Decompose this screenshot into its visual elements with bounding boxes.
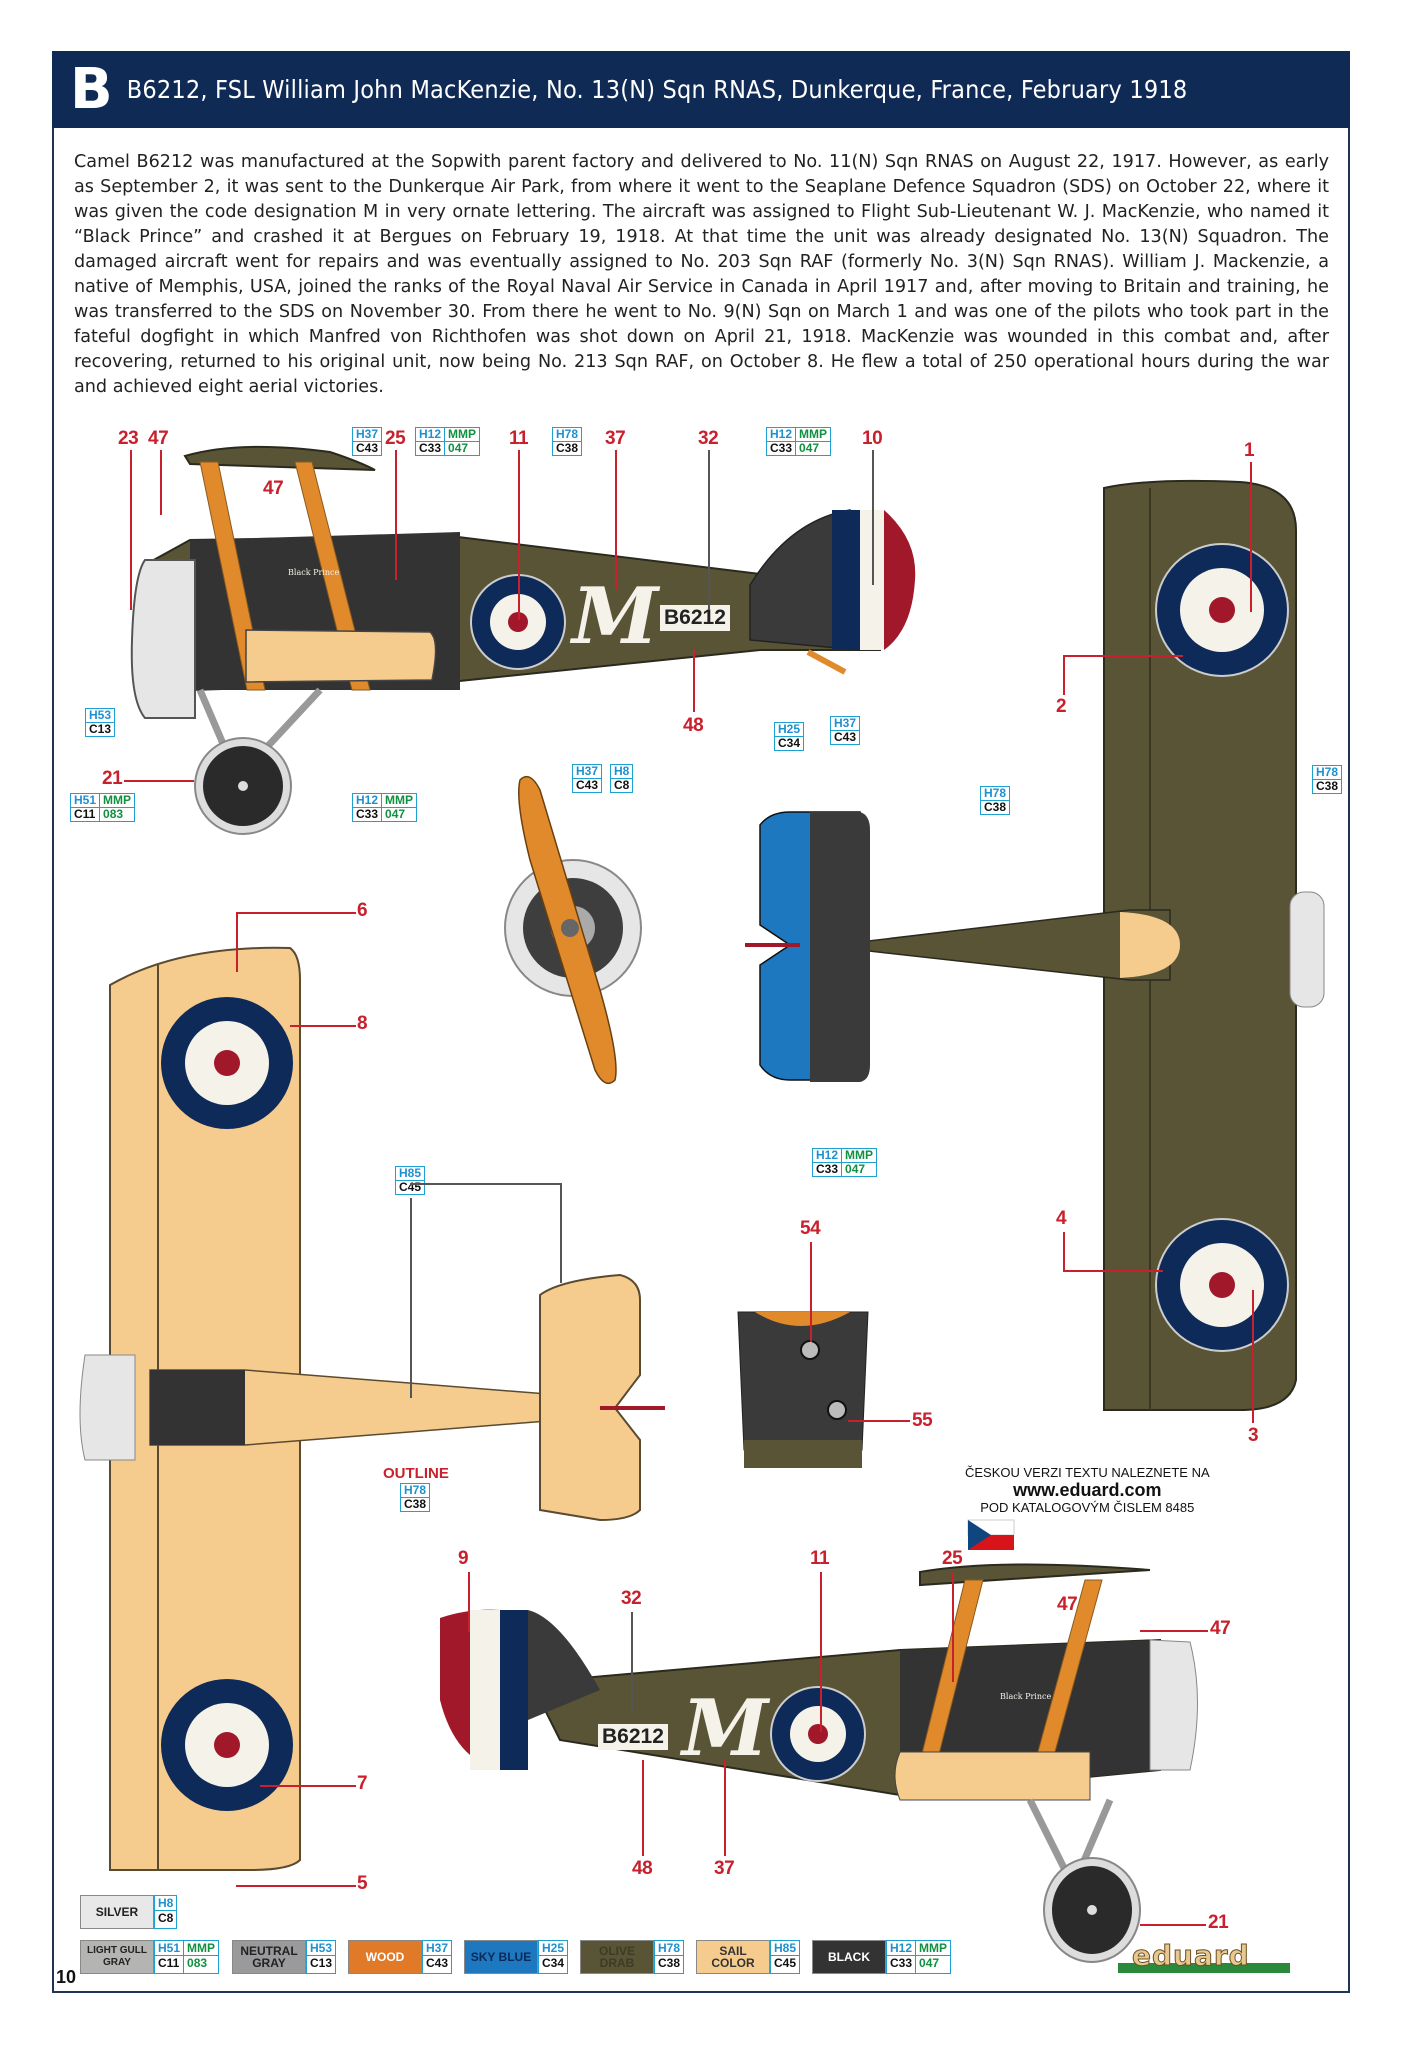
code-letter-left: M	[572, 571, 659, 662]
callout-25: 25	[385, 428, 406, 449]
fuselage-roundel-right	[770, 1686, 866, 1782]
upper-wing-left	[183, 445, 376, 471]
outline-label: OUTLINE	[383, 1465, 449, 1482]
callout-25-right: 25	[942, 1548, 963, 1569]
callout-23: 23	[118, 428, 139, 449]
landing-gear-left	[194, 687, 323, 835]
callout-9: 9	[458, 1548, 469, 1569]
callout-21-right: 21	[1208, 1912, 1229, 1933]
callout-11-right: 11	[810, 1548, 830, 1569]
callout-32-right: 32	[621, 1588, 642, 1609]
czech-note-line3: POD KATALOGOVÝM ČISLEM 8485	[980, 1500, 1195, 1515]
callout-37: 37	[605, 428, 626, 449]
callout-48-right: 48	[632, 1858, 653, 1879]
callout-55: 55	[912, 1410, 933, 1431]
profile-title: B6212, FSL William John MacKenzie, No. 1…	[126, 75, 1188, 104]
callout-10: 10	[862, 428, 883, 449]
aircraft-name-right: Black Prince	[1000, 1692, 1052, 1701]
callout-3: 3	[1248, 1425, 1259, 1446]
serial-right: B6212	[598, 1724, 668, 1750]
eduard-logo: eduard	[1118, 1939, 1290, 1973]
czech-note-url[interactable]: www.eduard.com	[1013, 1480, 1162, 1500]
callout-11: 11	[509, 428, 529, 449]
callout-5: 5	[357, 1873, 368, 1894]
callout-32: 32	[698, 428, 719, 449]
code-letter-right: M	[682, 1683, 769, 1774]
callout-8: 8	[357, 1013, 368, 1034]
brand-text: eduard	[1132, 1939, 1250, 1973]
callout-2: 2	[1056, 696, 1067, 717]
lower-wing-left	[245, 629, 437, 683]
callout-7: 7	[357, 1773, 368, 1794]
history-text: Camel B6212 was manufactured at the Sopw…	[74, 152, 1329, 397]
callout-47-right-a: 47	[1057, 1594, 1078, 1615]
callout-48: 48	[683, 715, 704, 736]
czech-version-note: ČESKOU VERZI TEXTU NALEZNETE NA www.edua…	[965, 1465, 1210, 1515]
czech-note-line1: ČESKOU VERZI TEXTU NALEZNETE NA	[965, 1465, 1210, 1480]
profile-letter: B	[70, 56, 113, 122]
top-roundel-lower	[1155, 1218, 1289, 1352]
callout-47-cockpit: 47	[263, 478, 284, 499]
callout-4: 4	[1056, 1208, 1067, 1229]
callout-54: 54	[800, 1218, 821, 1239]
serial-left: B6212	[660, 605, 730, 631]
top-roundel-upper	[1155, 543, 1289, 677]
callout-47-right-b: 47	[1210, 1618, 1231, 1639]
aircraft-name-left: Black Prince	[288, 568, 340, 577]
callout-37-right: 37	[714, 1858, 735, 1879]
profile-header: B B6212, FSL William John MacKenzie, No.…	[52, 51, 1350, 128]
callout-21: 21	[102, 768, 123, 789]
bottom-roundel-upper	[161, 997, 293, 1129]
callout-6: 6	[357, 900, 368, 921]
czech-flag-icon	[967, 1519, 1015, 1550]
bottom-roundel-lower	[161, 1679, 293, 1811]
callout-1: 1	[1244, 440, 1255, 461]
page-number: 10	[56, 1967, 77, 1987]
callout-47: 47	[148, 428, 169, 449]
fuselage-roundel-left	[470, 574, 566, 670]
